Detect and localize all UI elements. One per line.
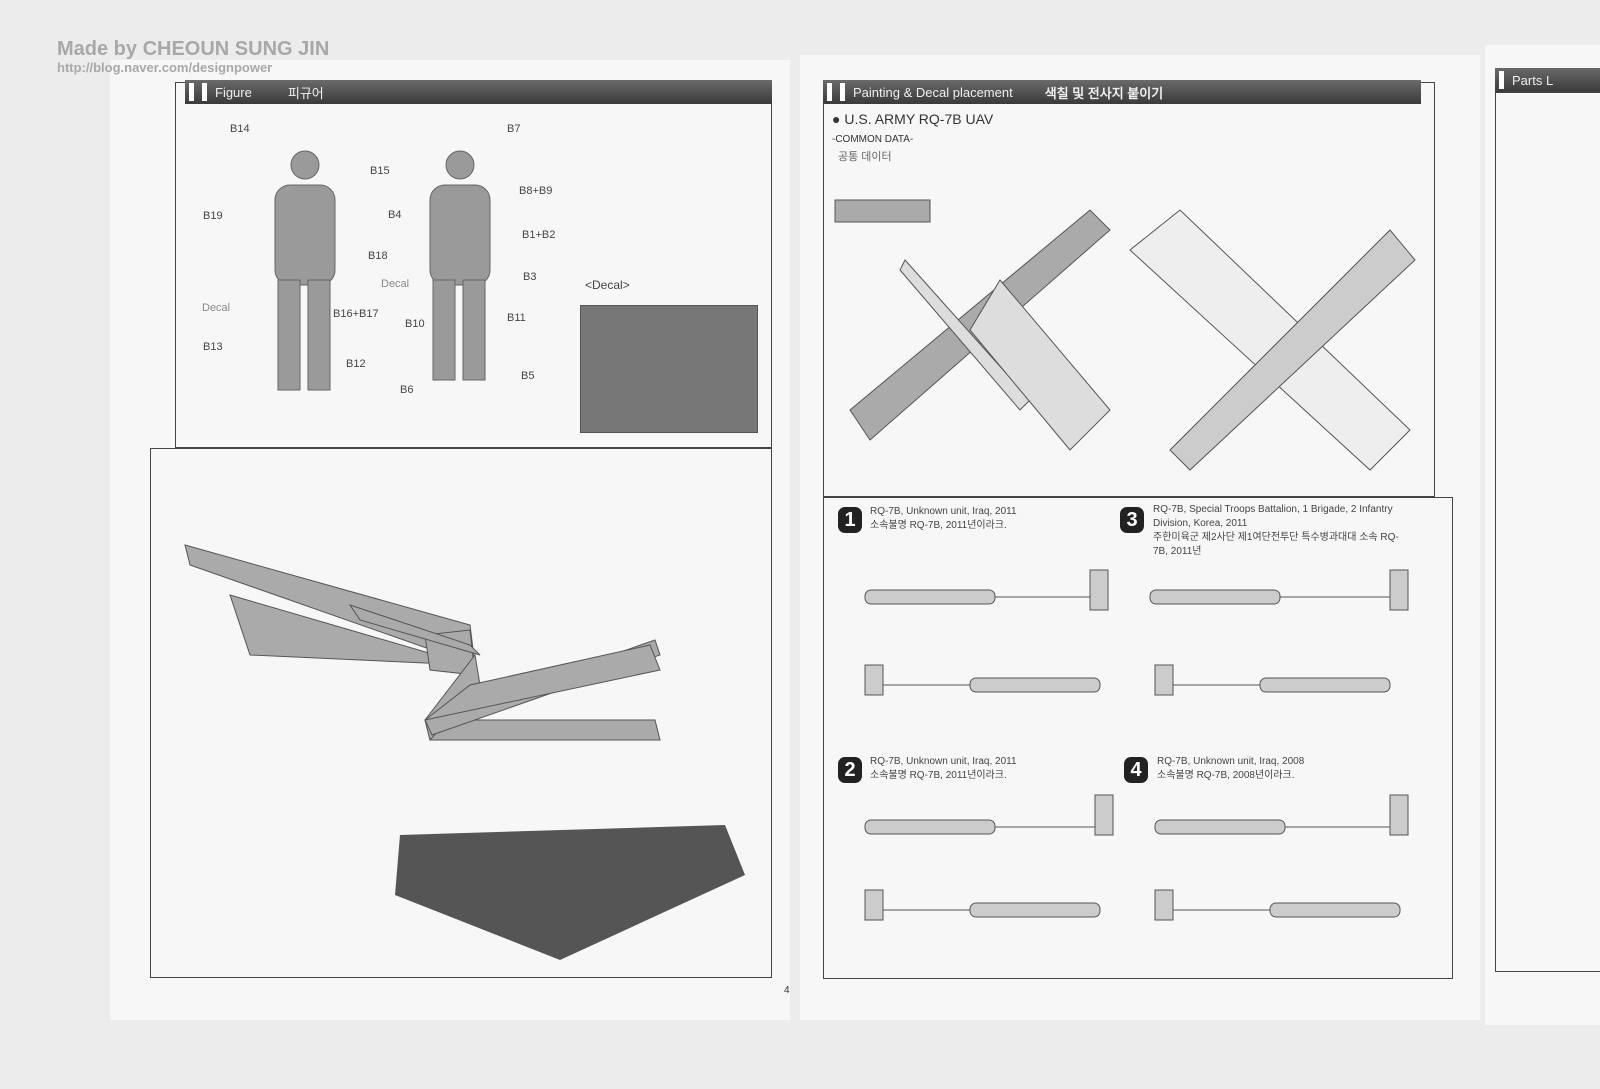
scheme-1-en: RQ-7B, Unknown unit, Iraq, 2011: [870, 506, 1017, 517]
scheme-4-caption: RQ-7B, Unknown unit, Iraq, 2008 소속불명 RQ-7…: [1157, 755, 1377, 783]
scheme-1-ko: 소속불명 RQ-7B, 2011년이라크.: [870, 520, 1007, 531]
scheme-3-ko: 주한미육군 제2사단 제1여단전투단 특수병과대대 소속 RQ-7B, 2011…: [1153, 532, 1399, 557]
watermark: Made by CHEOUN SUNG JIN http://blog.nave…: [57, 38, 329, 75]
label-b12: B12: [346, 358, 366, 370]
decal-label: <Decal>: [585, 278, 630, 292]
scheme-2-caption: RQ-7B, Unknown unit, Iraq, 2011 소속불명 RQ-7…: [870, 755, 1090, 783]
label-b6: B6: [400, 384, 414, 396]
label-b14: B14: [230, 123, 250, 135]
photo-panel: [150, 448, 772, 978]
label-b13: B13: [203, 341, 223, 353]
scheme-2-ko: 소속불명 RQ-7B, 2011년이라크.: [870, 770, 1007, 781]
next-page: [1485, 45, 1600, 1025]
label-b5: B5: [521, 370, 535, 382]
scheme-3-en: RQ-7B, Special Troops Battalion, 1 Briga…: [1153, 504, 1393, 529]
label-decal-2: Decal: [381, 278, 410, 290]
label-b8-b9: B8+B9: [519, 185, 553, 197]
scheme-1-number: 1: [838, 507, 862, 533]
label-b15: B15: [370, 165, 390, 177]
scheme-3-caption: RQ-7B, Special Troops Battalion, 1 Briga…: [1153, 503, 1403, 559]
parts-header-text: Parts L: [1512, 72, 1554, 88]
soldier-figures: [274, 150, 491, 391]
figure-header-en: Figure: [215, 84, 252, 100]
painting-header-ko: 색칠 및 전사지 붙이기: [1044, 85, 1164, 101]
schemes-panel: [823, 497, 1453, 979]
scheme-4-number: 4: [1124, 757, 1148, 783]
label-b7: B7: [507, 123, 521, 135]
figure-header: Figure 피규어: [185, 80, 772, 104]
label-b4: B4: [388, 209, 402, 221]
label-b11: B11: [507, 312, 526, 324]
figure-header-ko: 피규어: [287, 85, 324, 101]
painting-header: Painting & Decal placement 색칠 및 전사지 붙이기: [823, 80, 1421, 104]
scheme-3-number: 3: [1120, 507, 1144, 533]
uav-top-views: [834, 199, 1416, 471]
label-b3: B3: [523, 271, 537, 283]
label-b10: B10: [405, 318, 425, 330]
scheme-4-ko: 소속불명 RQ-7B, 2008년이라크.: [1157, 770, 1295, 781]
scheme-4-en: RQ-7B, Unknown unit, Iraq, 2008: [1157, 756, 1305, 767]
uav-title: ● U.S. ARMY RQ-7B UAV: [832, 111, 994, 127]
scheme-1-caption: RQ-7B, Unknown unit, Iraq, 2011 소속불명 RQ-7…: [870, 505, 1090, 533]
watermark-author: Made by CHEOUN SUNG JIN: [57, 38, 330, 60]
watermark-url: http://blog.naver.com/designpower: [57, 60, 273, 75]
label-b1-b2: B1+B2: [522, 229, 556, 241]
common-data-ko: 공통 데이터: [838, 151, 892, 163]
scheme-2-en: RQ-7B, Unknown unit, Iraq, 2011: [870, 756, 1017, 767]
uav-side-views: [864, 569, 1409, 921]
uav-photo: [184, 544, 745, 960]
label-b18: B18: [368, 250, 388, 262]
page-number: 4: [784, 985, 790, 996]
label-b19: B19: [203, 210, 223, 222]
scheme-2-number: 2: [838, 757, 862, 783]
common-data-en: -COMMON DATA-: [832, 134, 914, 145]
painting-header-en: Painting & Decal placement: [853, 84, 1013, 100]
parts-header: Parts L: [1495, 68, 1600, 92]
label-b16-b17: B16+B17: [333, 308, 379, 320]
decal-swatch: [580, 305, 758, 433]
parts-panel: [1495, 92, 1600, 972]
uav-title-text: U.S. ARMY RQ-7B UAV: [844, 111, 994, 127]
label-decal-1: Decal: [202, 302, 231, 314]
